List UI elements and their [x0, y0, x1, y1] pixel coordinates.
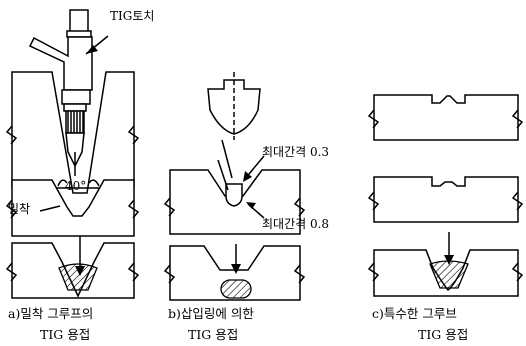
a3-weld-bead-figure [5, 242, 140, 299]
max-gap-large-label: 최대간격 0.8 [262, 217, 329, 231]
c1-special-groove-figure [367, 94, 524, 141]
a1-torch-groove-figure [5, 9, 140, 194]
b1-insert-ring-figure [207, 72, 261, 140]
caption-b-line1: b)삽입링에 의한 [168, 306, 254, 321]
caption-c-line1: c)특수한 그루브 [372, 306, 457, 321]
a2-contact-groove-figure [5, 179, 140, 237]
caption-c-line2: TIG 용접 [418, 327, 468, 342]
contact-label: 밀착 [8, 202, 30, 216]
caption-a-line1: a)밀착 그루프의 [8, 306, 93, 321]
tig-torch-label: TIG토치 [110, 9, 154, 23]
max-gap-small-label: 최대간격 0.3 [262, 145, 329, 159]
caption-a-line2: TIG 용접 [40, 327, 90, 342]
caption-b-line2: TIG 용접 [188, 327, 238, 342]
angle-label: 40° [65, 179, 86, 193]
b3-weld-with-insert-figure [163, 245, 306, 301]
c2-special-groove-land-figure [367, 176, 524, 223]
